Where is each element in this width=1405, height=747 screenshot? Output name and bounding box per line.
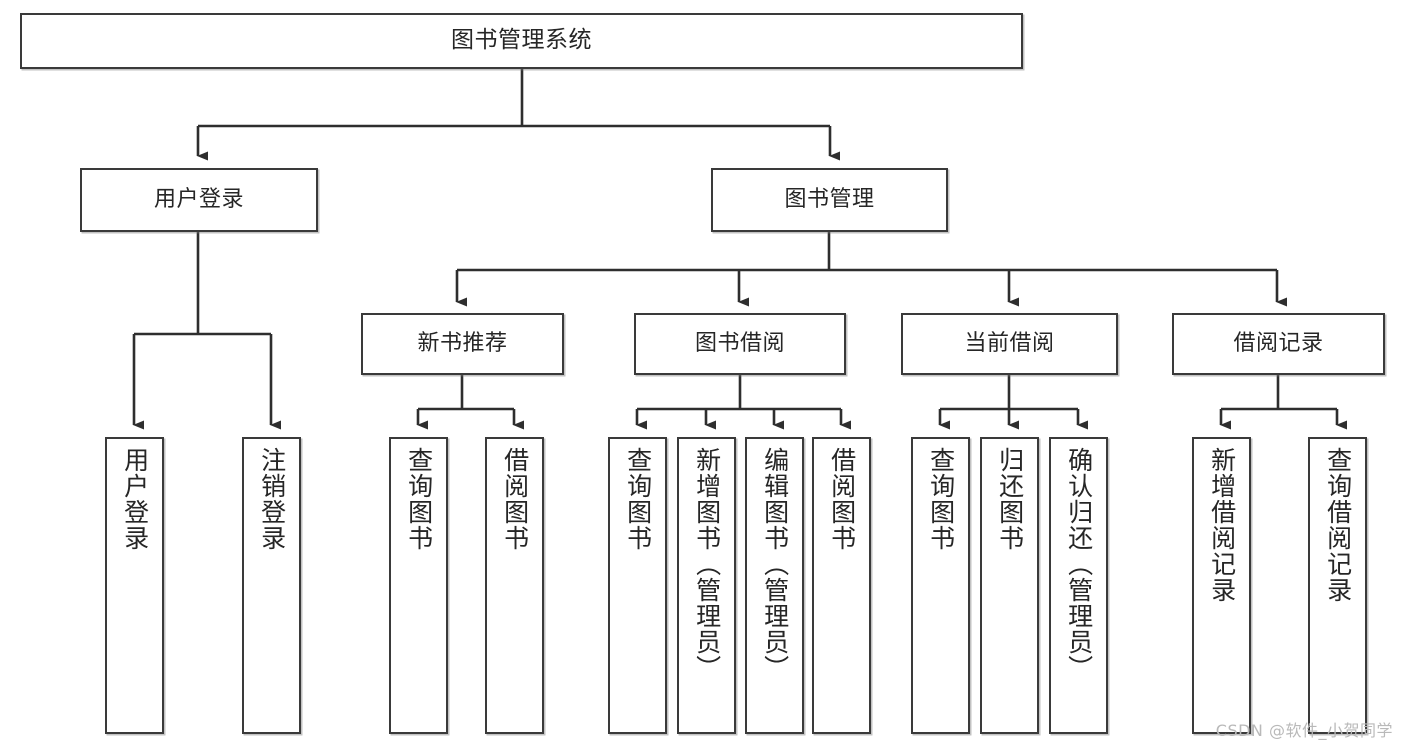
leaf-query-book-1[interactable]: 查询图书 xyxy=(389,437,448,734)
node-new-book-recommend[interactable]: 新书推荐 xyxy=(361,313,564,375)
leaf-user-login[interactable]: 用户登录 xyxy=(105,437,164,734)
leaf-add-record-label: 新增借阅记录 xyxy=(1207,447,1237,603)
node-current-borrow[interactable]: 当前借阅 xyxy=(901,313,1118,375)
leaf-edit-book-label: 编辑图书（管理员） xyxy=(760,447,790,681)
leaf-query-record-label: 查询借阅记录 xyxy=(1323,447,1353,603)
node-borrow-record-label: 借阅记录 xyxy=(1233,331,1324,357)
leaf-return-book-label: 归还图书 xyxy=(995,447,1025,551)
leaf-borrow-book-2[interactable]: 借阅图书 xyxy=(812,437,871,734)
node-current-borrow-label: 当前借阅 xyxy=(964,331,1055,357)
leaf-add-record[interactable]: 新增借阅记录 xyxy=(1192,437,1251,734)
leaf-user-login-label: 用户登录 xyxy=(120,447,150,551)
node-user-login[interactable]: 用户登录 xyxy=(80,168,318,232)
node-book-manage-label: 图书管理 xyxy=(784,187,875,213)
leaf-user-logout[interactable]: 注销登录 xyxy=(242,437,301,734)
leaf-borrow-book-2-label: 借阅图书 xyxy=(827,447,857,551)
leaf-add-book-label: 新增图书（管理员） xyxy=(692,447,722,681)
leaf-query-record[interactable]: 查询借阅记录 xyxy=(1308,437,1367,734)
leaf-query-book-3[interactable]: 查询图书 xyxy=(911,437,970,734)
leaf-add-book[interactable]: 新增图书（管理员） xyxy=(677,437,736,734)
leaf-user-logout-label: 注销登录 xyxy=(257,447,287,551)
node-root-label: 图书管理系统 xyxy=(451,27,592,54)
node-book-manage[interactable]: 图书管理 xyxy=(711,168,948,232)
node-book-borrow-label: 图书借阅 xyxy=(694,331,785,357)
leaf-query-book-1-label: 查询图书 xyxy=(404,447,434,551)
leaf-query-book-2-label: 查询图书 xyxy=(623,447,653,551)
node-root[interactable]: 图书管理系统 xyxy=(20,13,1023,69)
leaf-edit-book[interactable]: 编辑图书（管理员） xyxy=(745,437,804,734)
leaf-query-book-2[interactable]: 查询图书 xyxy=(608,437,667,734)
node-new-book-recommend-label: 新书推荐 xyxy=(417,331,508,357)
node-user-login-label: 用户登录 xyxy=(153,187,244,213)
leaf-confirm-return-label: 确认归还（管理员） xyxy=(1064,447,1094,681)
leaf-borrow-book-1[interactable]: 借阅图书 xyxy=(485,437,544,734)
leaf-query-book-3-label: 查询图书 xyxy=(926,447,956,551)
node-borrow-record[interactable]: 借阅记录 xyxy=(1172,313,1385,375)
csdn-watermark: CSDN @软件_小贺同学 xyxy=(1215,721,1393,740)
node-book-borrow[interactable]: 图书借阅 xyxy=(634,313,846,375)
leaf-borrow-book-1-label: 借阅图书 xyxy=(500,447,530,551)
leaf-confirm-return[interactable]: 确认归还（管理员） xyxy=(1049,437,1108,734)
leaf-return-book[interactable]: 归还图书 xyxy=(980,437,1039,734)
